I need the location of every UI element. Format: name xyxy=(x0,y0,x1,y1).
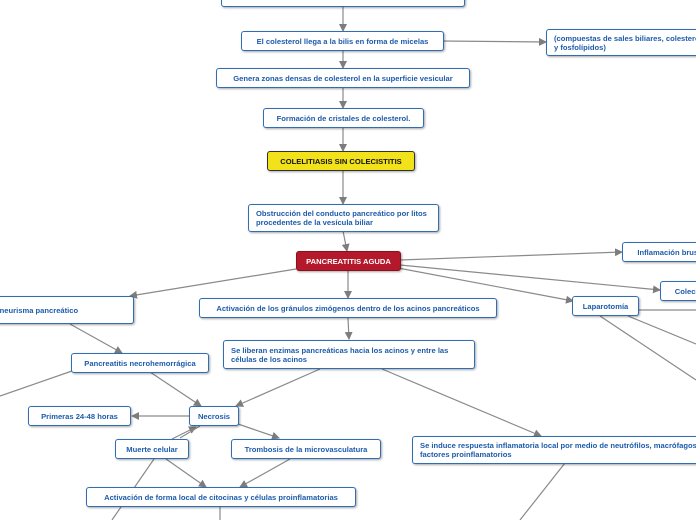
node-obstruccion[interactable]: Obstrucción del conducto pancreático por… xyxy=(248,204,439,232)
node-colelitiasis[interactable]: COLELITIASIS SIN COLECISTITIS xyxy=(267,151,415,171)
node-activacion-zimogenos[interactable]: Activación de los gránulos zimógenos den… xyxy=(199,298,497,318)
node-pancreatitis-aguda[interactable]: PANCREATITIS AGUDA xyxy=(296,251,401,271)
connector xyxy=(439,37,547,46)
connector xyxy=(149,371,202,407)
node-zonas-densas[interactable]: Genera zonas densas de colesterol en la … xyxy=(216,68,470,88)
node-laparotomia[interactable]: Laparotomía xyxy=(572,296,639,316)
node-activacion-citocinas[interactable]: Activación de forma local de citocinas y… xyxy=(86,487,356,507)
connector xyxy=(519,462,566,520)
node-previous[interactable] xyxy=(221,0,465,7)
node-respuesta-inflamatoria[interactable]: Se induce respuesta inflamatoria local p… xyxy=(412,436,696,464)
node-muerte-celular[interactable]: Muerte celular xyxy=(115,439,189,459)
node-liberan-enzimas[interactable]: Se liberan enzimas pancreáticas hacia lo… xyxy=(223,340,475,369)
node-colecistitis[interactable]: Colecistitis xyxy=(660,281,696,301)
node-necrosis[interactable]: Necrosis xyxy=(189,406,239,426)
node-trombosis[interactable]: Trombosis de la microvasculatura xyxy=(231,439,381,459)
node-colesterol-bilis[interactable]: El colesterol llega a la bilis en forma … xyxy=(241,31,444,51)
connector xyxy=(239,458,291,488)
connector xyxy=(171,426,197,440)
connector xyxy=(399,264,661,294)
connector xyxy=(179,425,201,439)
node-pseudoaneurisma[interactable]: Pseudoaneurisma pancreático xyxy=(0,296,134,324)
connector xyxy=(69,323,123,354)
connector xyxy=(599,315,696,381)
node-composicion-micelas[interactable]: (compuestas de sales biliares, colestero… xyxy=(546,29,696,56)
connector xyxy=(129,268,297,299)
node-inflamacion-brusca[interactable]: Inflamación brusca xyxy=(622,242,696,262)
connector xyxy=(397,267,574,304)
connector xyxy=(627,315,696,345)
connector xyxy=(399,248,623,261)
connector xyxy=(341,230,350,252)
node-pancreatitis-necrohemorragica[interactable]: Pancreatitis necrohemorrágica xyxy=(71,353,209,373)
connector xyxy=(344,317,353,340)
connector xyxy=(165,458,207,488)
connector xyxy=(235,368,321,407)
connector xyxy=(0,370,73,397)
node-primeras-horas[interactable]: Primeras 24-48 horas xyxy=(28,406,131,426)
connector xyxy=(237,423,280,440)
node-cristales[interactable]: Formación de cristales de colesterol. xyxy=(263,108,424,128)
connector xyxy=(381,368,542,437)
